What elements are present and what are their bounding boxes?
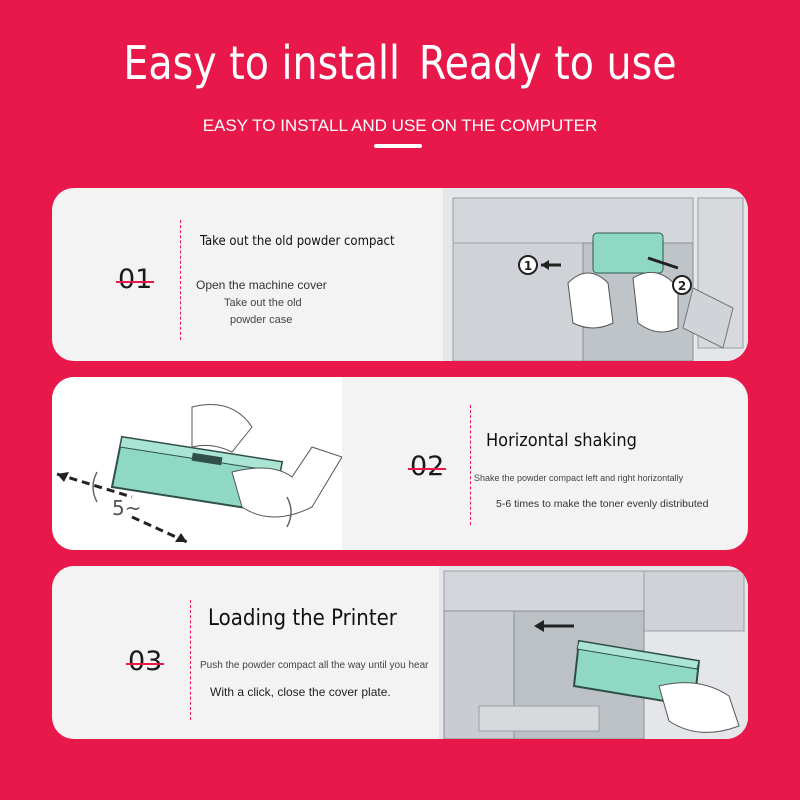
- step-divider-3: [190, 600, 191, 720]
- step-number-3: 03: [126, 646, 165, 677]
- step-text-3a: Push the powder compact all the way unti…: [200, 660, 429, 671]
- step-text-3b: With a click, close the cover plate.: [210, 685, 391, 699]
- step-text-1c: powder case: [230, 314, 293, 326]
- cartridge-shaking-illustration: 5~: [52, 377, 342, 550]
- step-divider-1: [180, 220, 181, 340]
- step-card-3: 03 Loading the Printer Push the powder c…: [52, 566, 748, 739]
- step-text-1a: Open the machine cover: [196, 278, 327, 292]
- shake-count-label: 5~: [112, 496, 141, 520]
- step-text-2b: 5-6 times to make the toner evenly distr…: [496, 498, 709, 510]
- page-title-part1: Easy to install: [123, 36, 400, 90]
- callout-1: 1: [524, 259, 532, 273]
- step-divider-2: [470, 405, 471, 525]
- step-text-1b: Take out the old: [224, 297, 302, 309]
- step-heading-1: Take out the old powder compact: [200, 234, 395, 249]
- step-number-1: 01: [116, 264, 155, 295]
- step-heading-3: Loading the Printer: [208, 606, 397, 631]
- page-title: Easy to install Ready to use: [56, 36, 744, 90]
- step-card-1: 01 Take out the old powder compact Open …: [52, 188, 748, 361]
- step-heading-2: Horizontal shaking: [486, 430, 637, 451]
- step-number-2: 02: [408, 451, 447, 482]
- printer-insert-cartridge-illustration: [439, 566, 748, 739]
- page-subtitle: EASY TO INSTALL AND USE ON THE COMPUTER: [202, 116, 598, 135]
- callout-2: 2: [678, 279, 686, 293]
- page-title-part2: Ready to use: [418, 36, 677, 90]
- printer-remove-cartridge-illustration: 1 2: [443, 188, 748, 361]
- step-text-2a: Shake the powder compact left and right …: [474, 473, 684, 483]
- step-card-2: 5~ 02 Horizontal shaking Shake the powde…: [52, 377, 748, 550]
- title-underline: [374, 144, 422, 148]
